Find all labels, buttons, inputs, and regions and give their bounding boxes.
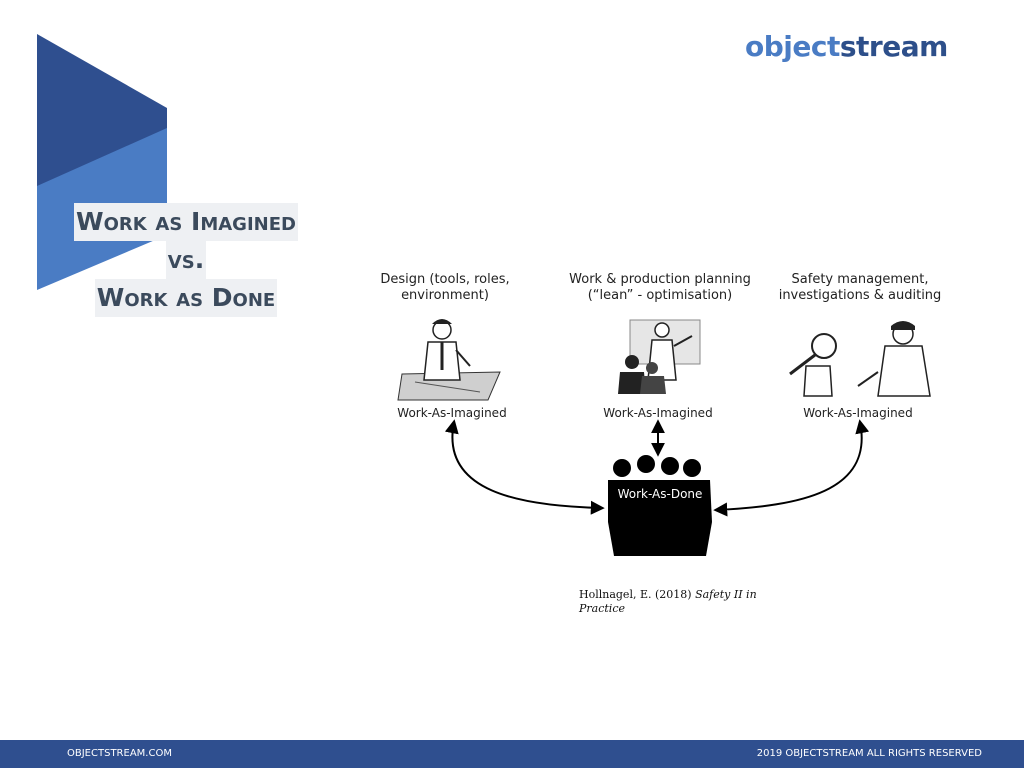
workers-group-icon	[608, 455, 712, 556]
inspector-magnifier-icon	[789, 321, 931, 397]
diagram-graphics	[397, 319, 931, 556]
planning-presentation-icon	[618, 319, 701, 394]
wai-wad-diagram: Design (tools, roles, environment) Work …	[370, 262, 960, 562]
footer-bar: OBJECTSTREAM.COM 2019 OBJECTSTREAM ALL R…	[0, 740, 1024, 768]
node-3-label: Work-As-Imagined	[803, 406, 913, 420]
node-2-header-line-2: (“lean” - optimisation)	[587, 288, 733, 303]
logo-part-stream: stream	[839, 30, 948, 63]
node-1-header-line-2: environment)	[401, 288, 489, 303]
logo-part-object: object	[745, 30, 840, 63]
title-line-1: Work as Imagined	[74, 203, 298, 241]
engineer-at-drafting-table-icon	[397, 319, 501, 401]
title-line-3: Work as Done	[94, 279, 278, 317]
footer-website: OBJECTSTREAM.COM	[67, 748, 172, 759]
node-2-label: Work-As-Imagined	[603, 406, 713, 420]
node-1-header: Design (tools, roles, environment)	[370, 272, 520, 304]
slide-title: Work as Imagined vs. Work as Done	[56, 203, 316, 317]
citation-text: Hollnagel, E. (2018)	[579, 588, 696, 601]
node-2-header: Work & production planning (“lean” - opt…	[555, 272, 765, 304]
citation-title: Safety II in Practice	[579, 588, 757, 615]
brand-logo: objectstream	[745, 30, 948, 63]
node-3-header-line-2: investigations & auditing	[778, 288, 942, 303]
footer-copyright: 2019 OBJECTSTREAM ALL RIGHTS RESERVED	[756, 748, 982, 759]
title-line-2: vs.	[165, 241, 207, 279]
node-3-header-line-1: Safety management,	[791, 272, 929, 287]
node-1-label: Work-As-Imagined	[397, 406, 507, 420]
center-label: Work-As-Done	[617, 487, 703, 501]
citation: Hollnagel, E. (2018) Safety II in Practi…	[579, 588, 769, 616]
node-1-header-line-1: Design (tools, roles,	[380, 272, 510, 287]
node-2-header-line-1: Work & production planning	[569, 272, 751, 287]
node-3-header: Safety management, investigations & audi…	[770, 272, 950, 304]
